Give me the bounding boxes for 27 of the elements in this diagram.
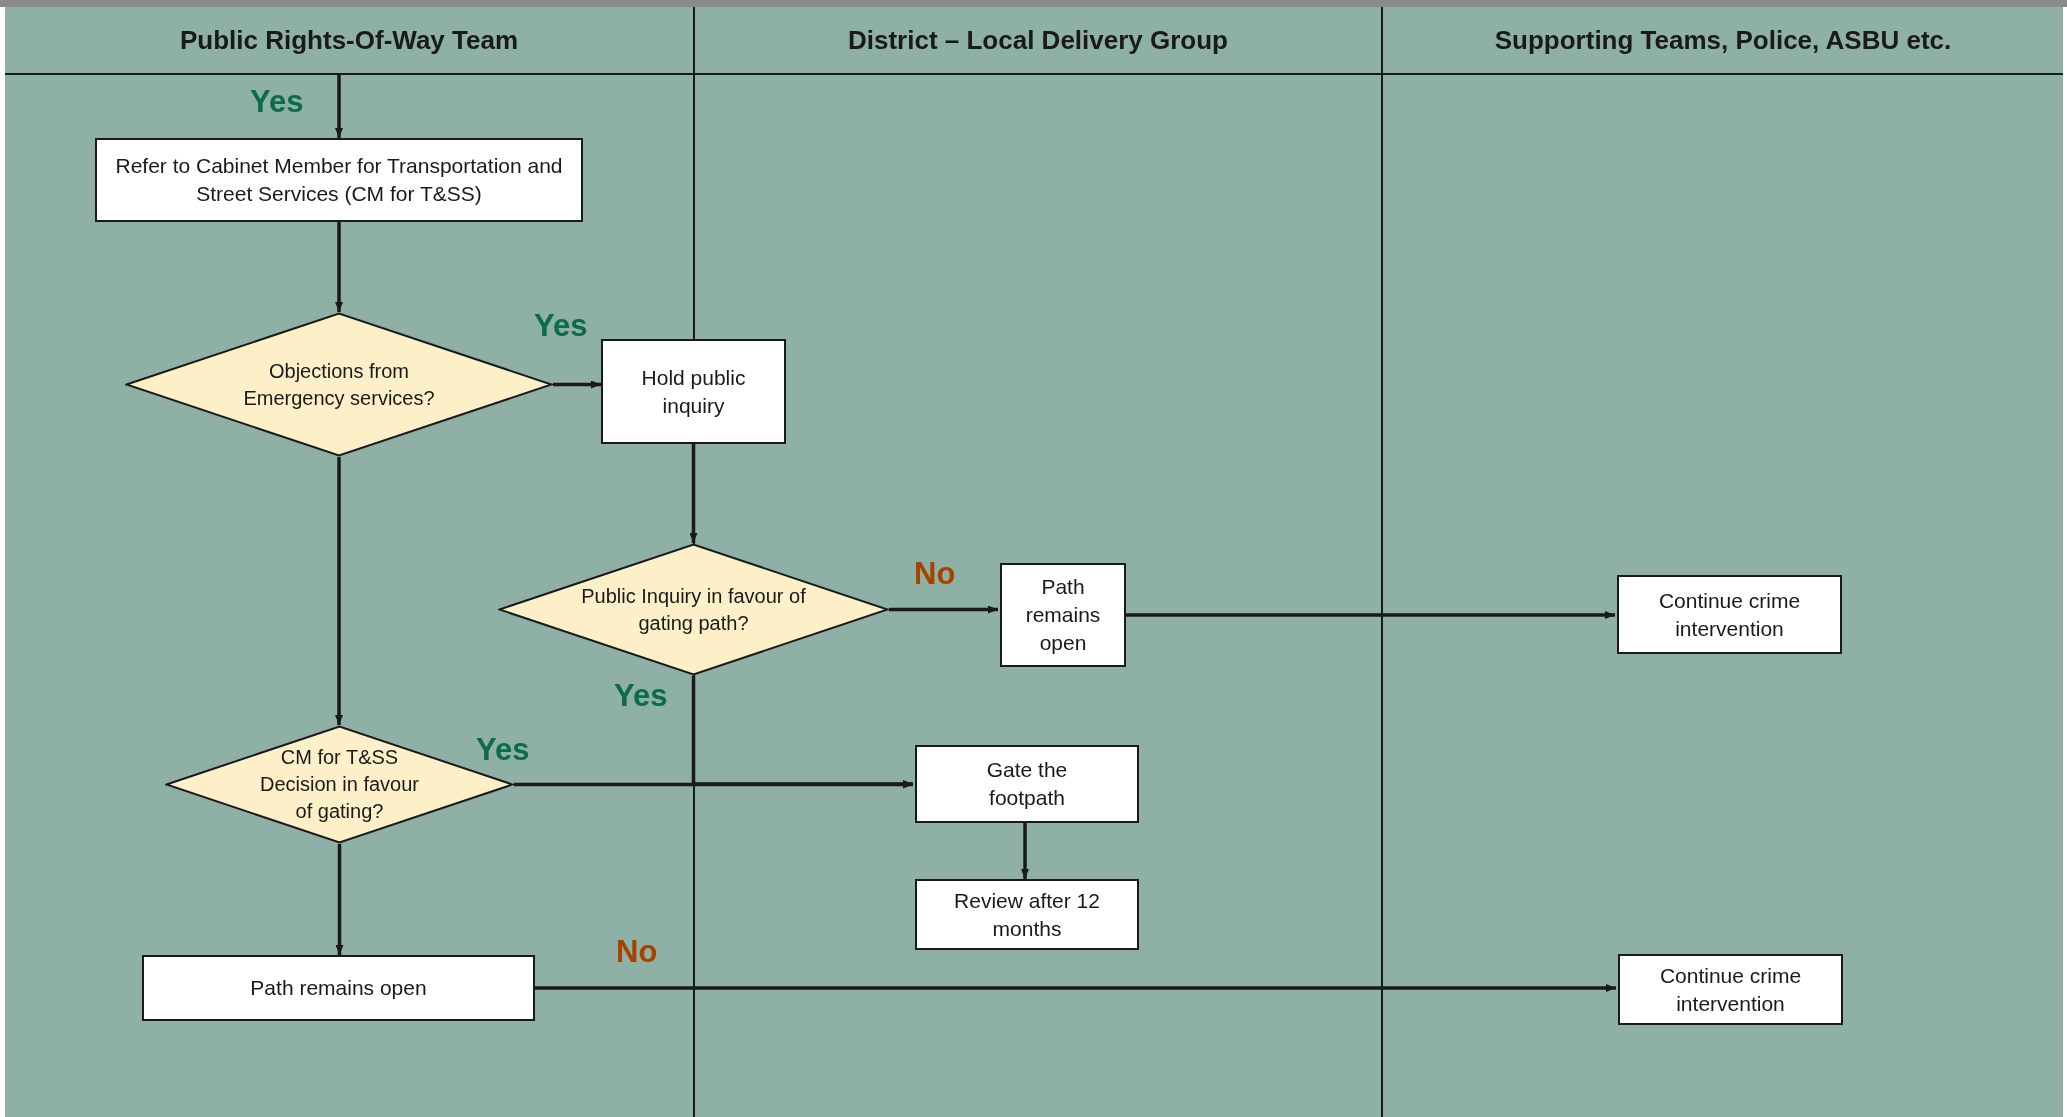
arrow (335, 844, 344, 955)
process-box: Gate the footpath (915, 745, 1139, 823)
arrow (1124, 611, 1615, 619)
process-box: Hold public inquiry (601, 339, 786, 444)
arrow (514, 780, 913, 789)
arrow (553, 380, 601, 389)
process-box: Continue crime intervention (1617, 575, 1842, 654)
process-box: Refer to Cabinet Member for Transportation and Street Services (CM for T&SS) (95, 138, 583, 222)
arrow (335, 457, 343, 725)
process-box: Continue crime intervention (1618, 954, 1843, 1025)
decision-text: Public Inquiry in favour of gating path? (580, 583, 807, 636)
lane-header: District – Local Delivery Group (695, 7, 1381, 75)
arrow (535, 984, 1616, 992)
decision-text: CM for T&SS Decision in favour of gating? (259, 745, 420, 824)
arrow (689, 444, 698, 543)
lane-header: Public Rights-Of-Way Team (5, 7, 693, 75)
arrow (889, 605, 998, 614)
process-box: Path remains open (1000, 563, 1126, 667)
process-box: Review after 12 months (915, 879, 1139, 950)
swimlane (1381, 7, 2063, 1117)
decision-diamond (498, 543, 889, 676)
process-box: Path remains open (142, 955, 535, 1021)
lane-header: Supporting Teams, Police, ASBU etc. (1383, 7, 2063, 75)
arrow (1021, 823, 1029, 879)
arrow (335, 75, 343, 138)
decision-text: Objections from Emergency services? (242, 358, 436, 411)
arrow (335, 222, 343, 312)
